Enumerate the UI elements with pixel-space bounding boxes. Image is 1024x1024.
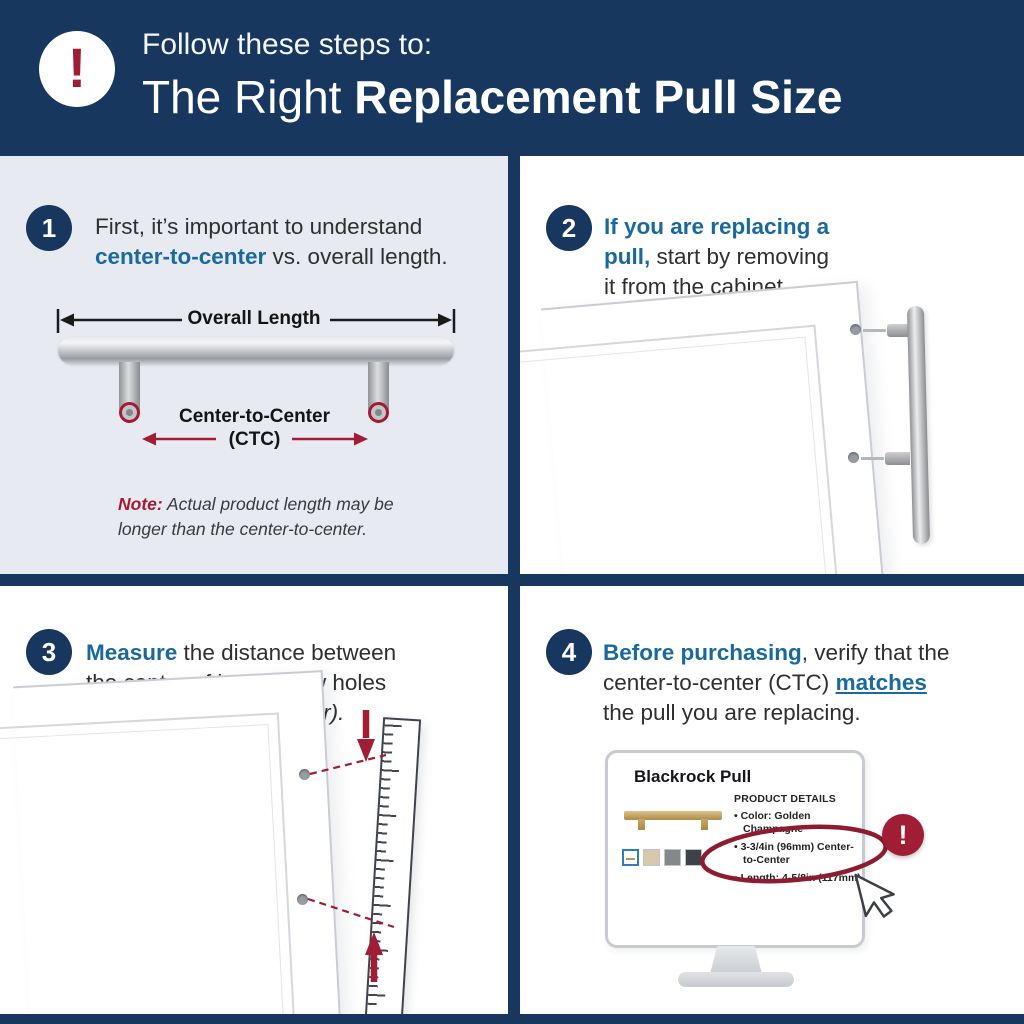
- ctc-label: Center-to-Center: [179, 406, 330, 427]
- thumbnail: [664, 849, 681, 866]
- step-4-number-badge: 4: [546, 629, 592, 675]
- product-name: Blackrock Pull: [634, 767, 752, 786]
- header-banner: ! Follow these steps to: The Right Repla…: [0, 0, 1024, 156]
- gold-pull-leg: [638, 819, 645, 830]
- pull-post-left: [119, 362, 140, 414]
- removed-pull-bar: [906, 305, 931, 545]
- pull-dimension-arrows: [56, 309, 456, 446]
- step-1-panel: 1 First, it’s important to understand ce…: [0, 156, 508, 574]
- step-2-number: 2: [561, 212, 577, 243]
- step-4-panel: 4 Before purchasing, verify that the cen…: [520, 586, 1024, 1014]
- screw-top: [863, 329, 886, 332]
- computer-monitor: Blackrock Pull PRODUCT DETAILS • Color: …: [605, 750, 865, 948]
- step-3-number: 3: [41, 636, 57, 667]
- cursor-icon: [854, 873, 895, 918]
- door-screw-hole-top: [850, 324, 861, 335]
- gold-pull-image: [624, 811, 722, 820]
- door-screw-hole-top: [299, 769, 310, 780]
- step-4-number: 4: [561, 636, 577, 667]
- screw-hole-highlight-right: [368, 402, 389, 423]
- thumbnail-selected: [622, 849, 639, 866]
- screw-hole-highlight-left: [119, 402, 140, 423]
- step-4-text: Before purchasing, verify that the cente…: [603, 640, 950, 725]
- monitor-stand: [710, 946, 762, 974]
- gold-pull-leg: [701, 819, 708, 830]
- door-screw-hole-bottom: [297, 894, 308, 905]
- product-thumbnails: [622, 849, 702, 866]
- product-bullet-ctc: • 3-3/4in (96mm) Center-to-Center: [734, 841, 854, 866]
- pull-post-right: [368, 362, 389, 414]
- step-1-number: 1: [41, 212, 57, 243]
- alert-icon: !: [882, 814, 924, 856]
- pull-post-bottom: [885, 452, 910, 465]
- step-1-text: First, it’s important to understand cent…: [95, 214, 448, 269]
- monitor-base: [678, 972, 794, 987]
- note-text: Note: Actual product length may be longe…: [118, 494, 394, 539]
- thumbnail: [643, 849, 660, 866]
- alert-exclamation: !: [67, 35, 87, 99]
- pull-bar: [58, 337, 454, 364]
- step-2-text: If you are replacing a pull, start by re…: [604, 214, 830, 299]
- cabinet-door: [520, 280, 890, 574]
- overall-length-label: Overall Length: [187, 308, 321, 329]
- product-details-heading: PRODUCT DETAILS: [734, 793, 836, 805]
- screw-bottom: [861, 457, 884, 460]
- door-screw-hole-bottom: [848, 452, 859, 463]
- step-2-number-badge: 2: [546, 205, 592, 251]
- measurement-annotations: [307, 710, 395, 982]
- alert-icon: !: [39, 31, 115, 107]
- step-3-number-badge: 3: [26, 629, 72, 675]
- page-title-bold: Replacement Pull Size: [354, 71, 843, 123]
- page-title-regular: The Right: [142, 71, 355, 123]
- header-eyebrow: Follow these steps to:: [142, 28, 433, 61]
- step-1-number-badge: 1: [26, 205, 72, 251]
- page-title: The Right Replacement Pull Size: [142, 70, 843, 124]
- step-3-panel: 3 Measure the distance between the cente…: [0, 586, 508, 1014]
- ctc-abbr-label: (CTC): [228, 429, 281, 450]
- step-2-panel: 2 If you are replacing a pull, start by …: [520, 156, 1024, 574]
- alert-exclamation: !: [898, 819, 908, 850]
- pull-post-top: [887, 324, 912, 337]
